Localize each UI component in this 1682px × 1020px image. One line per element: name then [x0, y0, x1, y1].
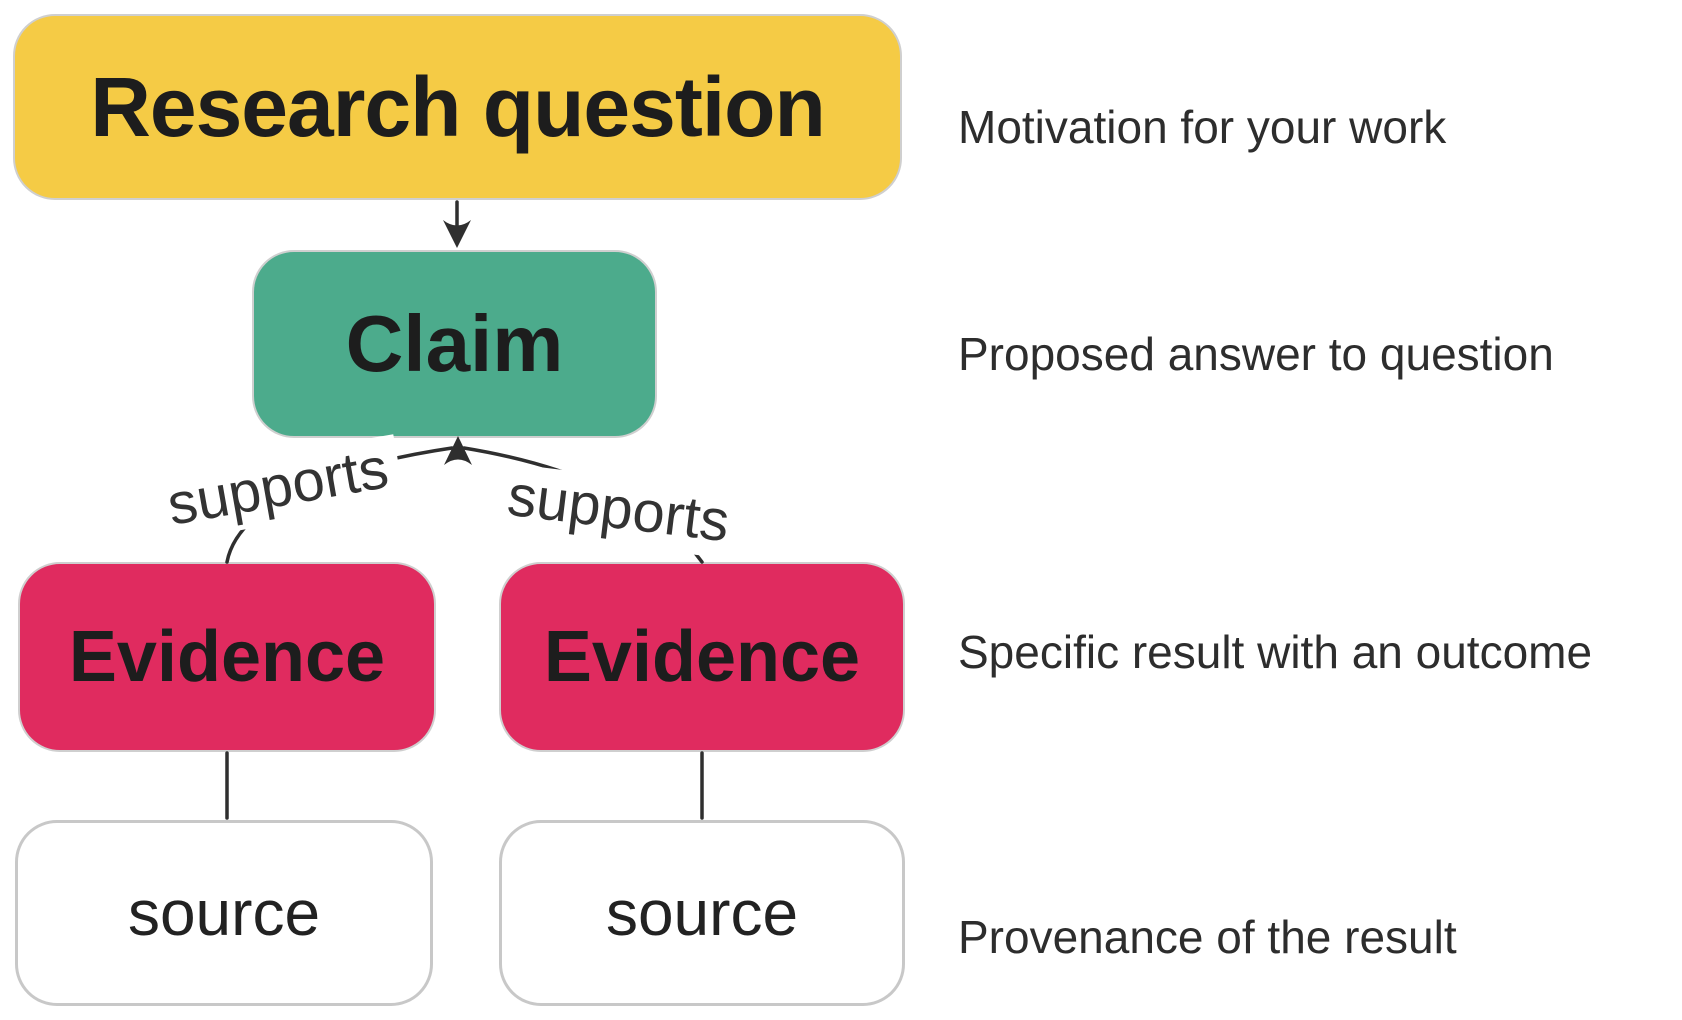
annotation-evidence: Specific result with an outcome — [958, 626, 1593, 678]
node-evidence-left: Evidence — [18, 562, 436, 752]
node-claim: Claim — [252, 250, 657, 438]
edge-label-supports-left: supports — [150, 434, 406, 544]
annotation-research-question: Motivation for your work — [958, 101, 1447, 153]
node-evidence-right: Evidence — [499, 562, 905, 752]
node-source-right: source — [499, 820, 905, 1006]
edge-label-supports-right: supports — [491, 462, 745, 560]
node-research-question: Research question — [13, 14, 902, 200]
arrowhead-supports — [444, 436, 472, 465]
annotation-claim: Proposed answer to question — [958, 328, 1554, 380]
arrow-research-to-claim — [443, 200, 471, 248]
node-source-left: source — [15, 820, 433, 1006]
annotation-source: Provenance of the result — [958, 911, 1457, 963]
